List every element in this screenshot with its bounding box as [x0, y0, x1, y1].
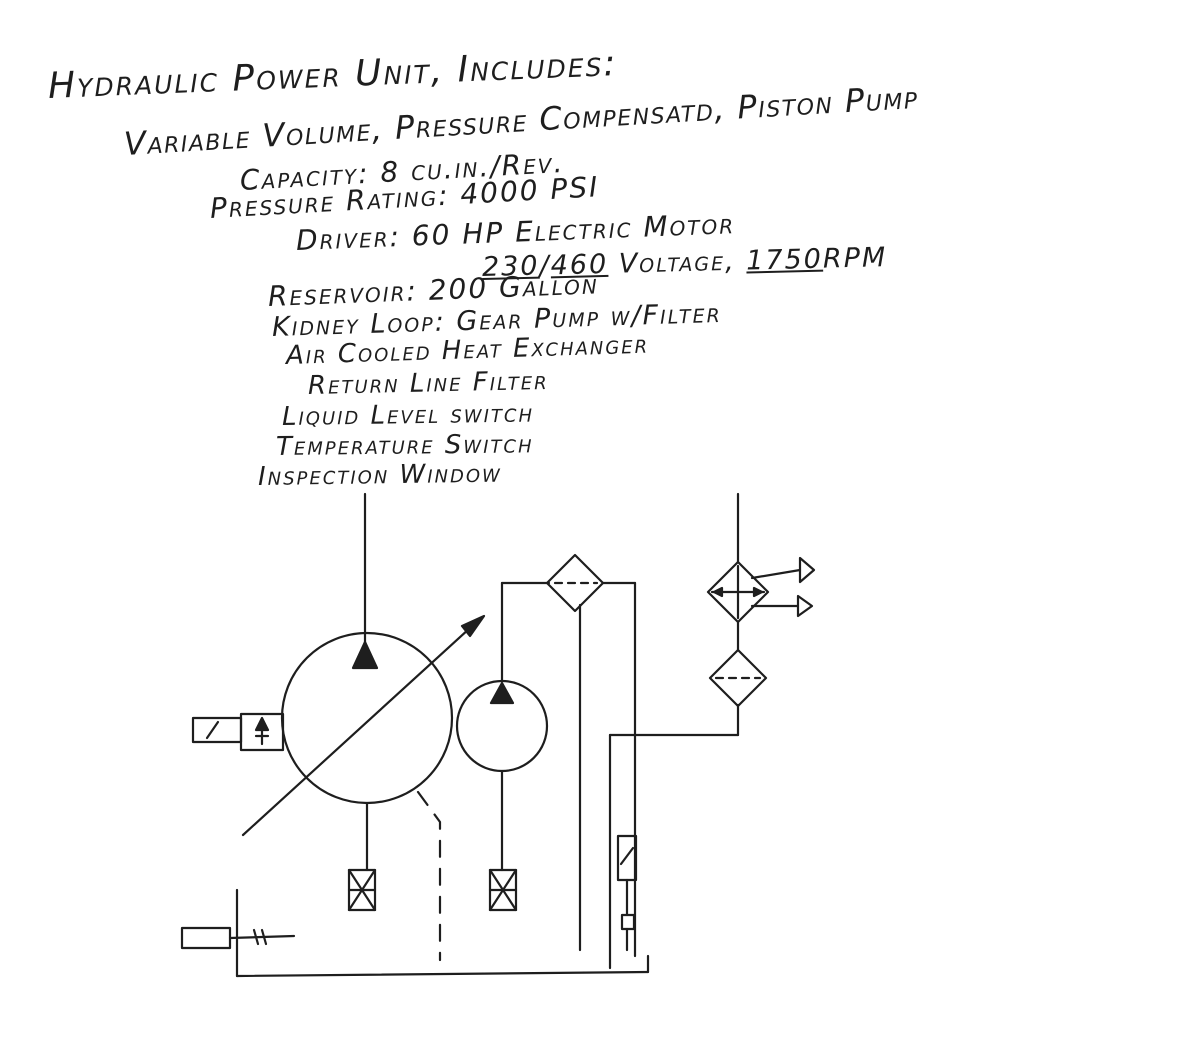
suction-strainer-main — [347, 868, 377, 912]
inspection-window-symbol — [616, 834, 638, 952]
return-filter-symbol — [708, 648, 768, 708]
temperature-switch-symbol — [180, 926, 296, 950]
suction-strainer-gear — [488, 868, 518, 912]
kidney-filter-symbol — [545, 553, 637, 958]
piston-pump-symbol — [241, 492, 486, 962]
reservoir-outline — [235, 888, 650, 978]
gear-pump-symbol — [455, 581, 551, 872]
return-line — [578, 603, 740, 970]
compensator-symbol — [191, 712, 285, 752]
heat-exchanger-symbol — [706, 492, 816, 652]
